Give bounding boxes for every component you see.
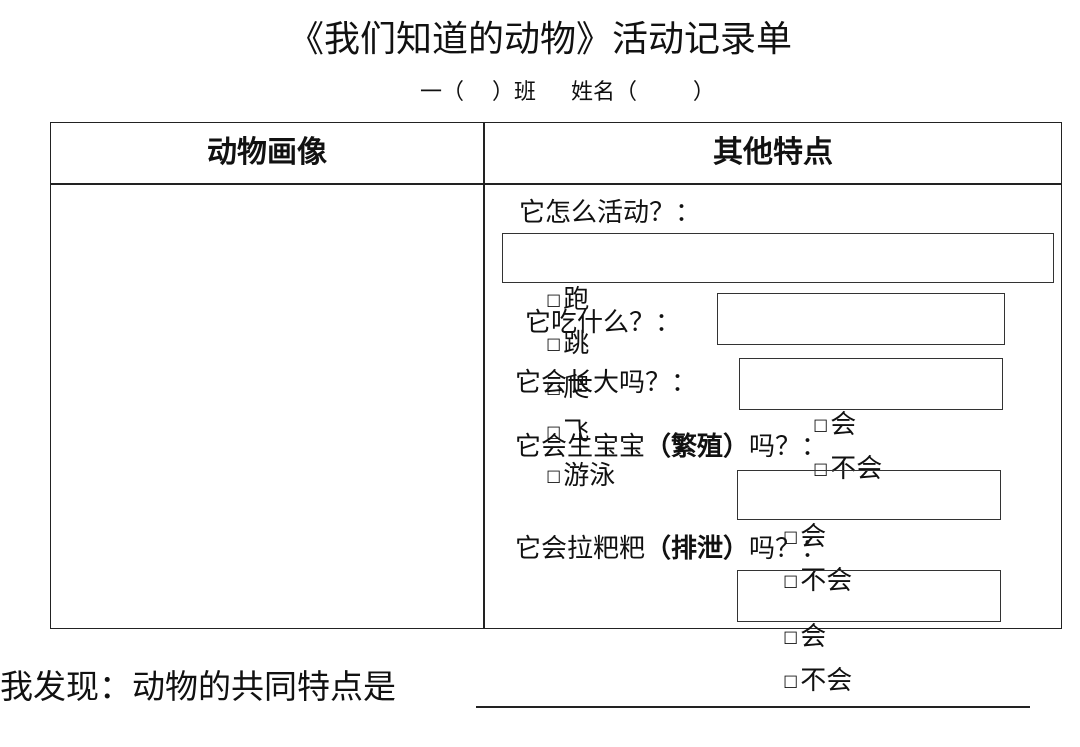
- class-name-line: 一（ ）班 姓名（ ）: [420, 80, 715, 105]
- grow-options-box: □会 □不会: [739, 358, 1003, 484]
- option-fly[interactable]: □飞: [546, 417, 590, 447]
- animal-portrait-cell[interactable]: [51, 185, 482, 628]
- breed-options-box: □会 □不会: [737, 470, 1001, 596]
- excrete-options-box: □会 □不会: [737, 570, 1001, 696]
- question-breed: 它会生宝宝（繁殖）吗？：: [515, 432, 828, 462]
- discovery-prompt: 我发现：动物的共同特点是: [0, 667, 396, 706]
- option-breed-yes[interactable]: □会: [783, 522, 827, 552]
- option-swim[interactable]: □游泳: [546, 461, 616, 491]
- question-grow: 它会长大吗？：: [515, 368, 698, 398]
- option-grow-no[interactable]: □不会: [813, 454, 883, 484]
- question-excrete: 它会拉粑粑（排泄）吗？：: [515, 534, 828, 564]
- record-table: 动物画像 其他特点 它怎么活动？： □跑 □跳 □爬 □飞 □游泳 它吃什么？：…: [50, 122, 1062, 696]
- question-activity: 它怎么活动？：: [519, 198, 702, 228]
- header-divider: [51, 183, 1061, 185]
- option-excrete-no[interactable]: □不会: [783, 666, 853, 696]
- option-grow-yes[interactable]: □会: [813, 410, 857, 440]
- column-header-animal-portrait: 动物画像: [207, 135, 327, 170]
- option-climb[interactable]: □爬: [546, 373, 590, 403]
- question-food: 它吃什么？：: [525, 308, 682, 338]
- column-divider: [483, 123, 485, 628]
- discovery-answer-line[interactable]: [476, 706, 1030, 708]
- activity-options-box: □跑 □跳 □爬 □飞 □游泳: [502, 233, 1054, 491]
- option-excrete-yes[interactable]: □会: [783, 622, 827, 652]
- column-header-other-features: 其他特点: [713, 135, 833, 170]
- option-run[interactable]: □跑: [546, 285, 590, 315]
- food-answer-field[interactable]: [717, 293, 1005, 345]
- sheet-title: 《我们知道的动物》活动记录单: [287, 19, 792, 60]
- option-breed-no[interactable]: □不会: [783, 566, 853, 596]
- option-jump[interactable]: □跳: [546, 329, 590, 359]
